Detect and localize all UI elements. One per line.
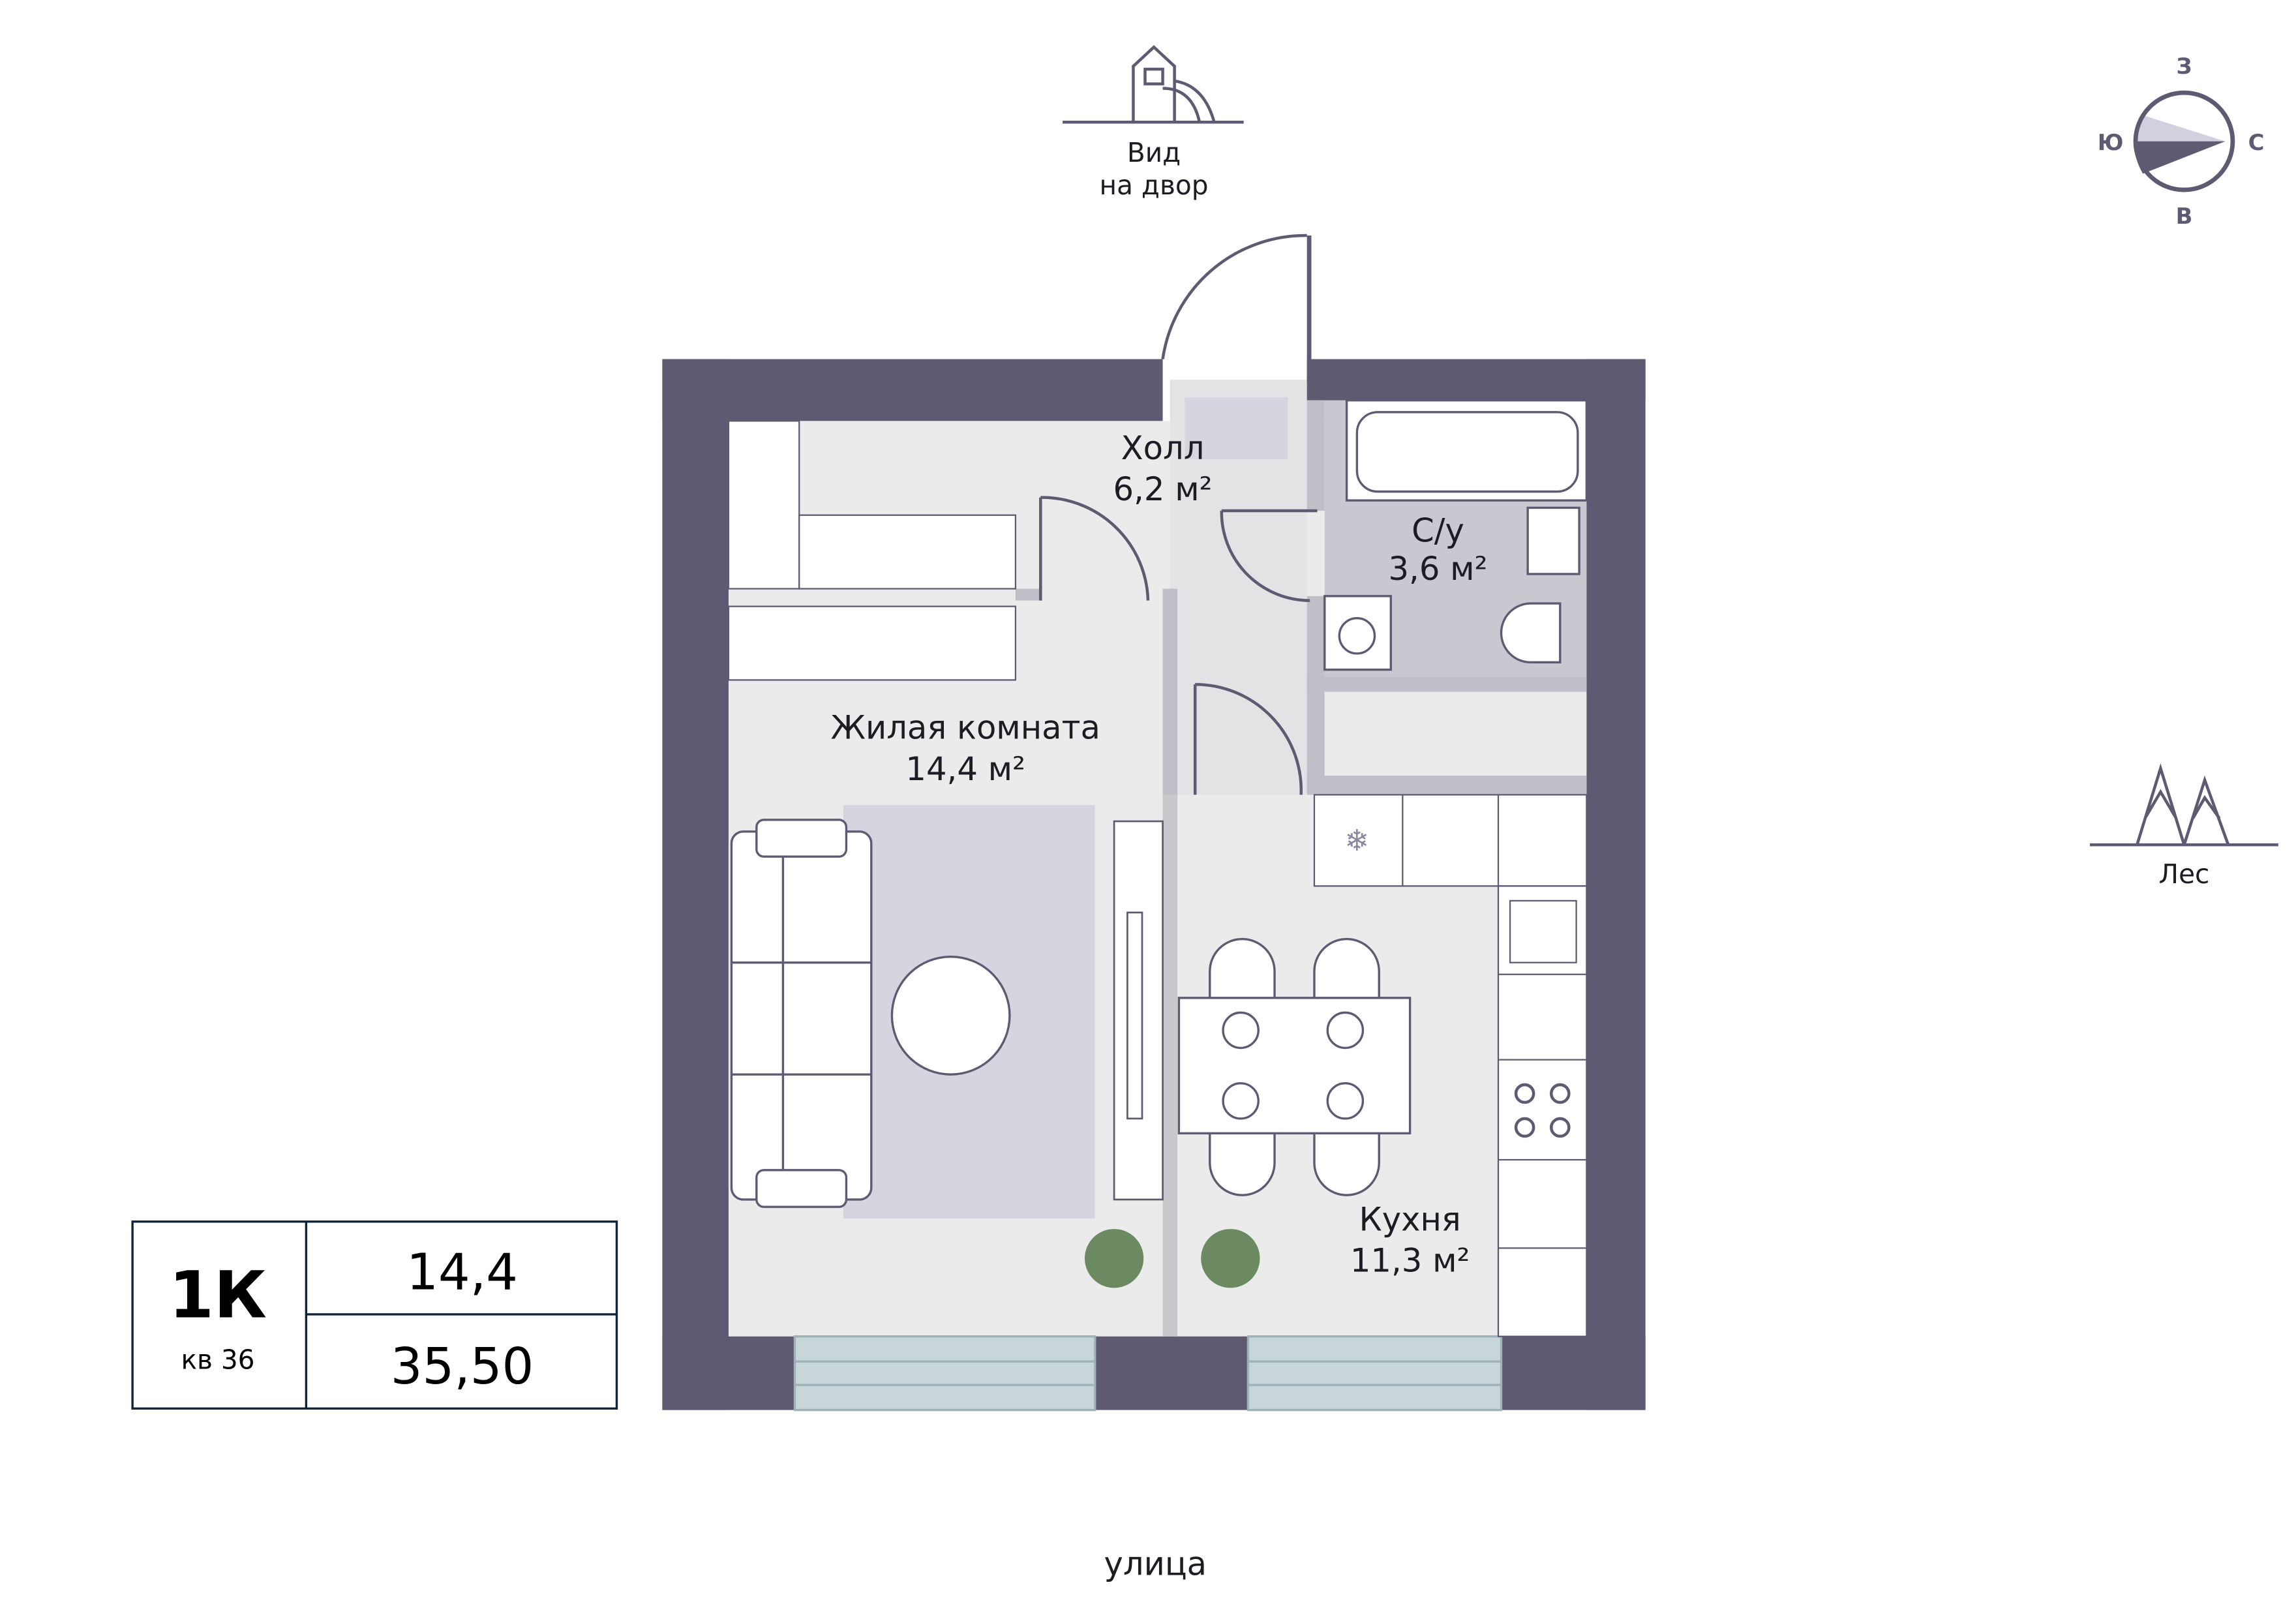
sofa	[730, 819, 873, 1208]
dining-table	[1177, 937, 1412, 1196]
windows	[793, 1335, 1503, 1412]
forest-label: Лес	[2159, 858, 2210, 890]
doors	[1039, 234, 1318, 795]
compass-north: С	[2248, 130, 2265, 155]
room-name-bathroom: С/у	[1412, 511, 1464, 549]
stove-icon	[1514, 1083, 1571, 1138]
tv-unit	[1113, 820, 1164, 1201]
bathroom-fixtures	[1323, 399, 1588, 671]
room-area-living: 14,4 м²	[905, 750, 1025, 788]
room-name-hall: Холл	[1121, 429, 1205, 467]
forest-icon	[2090, 763, 2278, 847]
total-area-value: 35,50	[391, 1338, 534, 1396]
apartment-type: 1К	[169, 1258, 267, 1333]
compass-east: В	[2176, 204, 2193, 229]
living-area-value: 14,4	[406, 1244, 518, 1302]
room-name-kitchen: Кухня	[1359, 1200, 1461, 1238]
plant-icon	[1084, 1229, 1260, 1288]
hall-rug	[1185, 397, 1288, 459]
apartment-number: кв 36	[181, 1344, 254, 1375]
interior-walls	[1015, 400, 1587, 1337]
walls	[662, 235, 1646, 1410]
courtyard-view-icon	[1063, 45, 1244, 124]
coffee-table	[890, 955, 1011, 1076]
info-box	[131, 1220, 618, 1410]
room-area-hall: 6,2 м²	[1113, 470, 1213, 508]
kitchen-counter	[1313, 794, 1588, 1337]
compass-icon	[2133, 90, 2235, 192]
fridge-snowflake-icon: ❄	[1345, 823, 1370, 858]
room-name-living: Жилая комната	[831, 709, 1100, 747]
wardrobe	[727, 420, 1017, 681]
compass-west: З	[2176, 53, 2192, 79]
room-area-bathroom: 3,6 м²	[1388, 550, 1487, 588]
street-label: улица	[1104, 1545, 1207, 1582]
room-area-kitchen: 11,3 м²	[1350, 1241, 1470, 1279]
courtyard-view-label-1: Вид	[1127, 137, 1181, 168]
courtyard-view-label-2: на двор	[1100, 170, 1209, 201]
compass-south: Ю	[2098, 130, 2124, 155]
